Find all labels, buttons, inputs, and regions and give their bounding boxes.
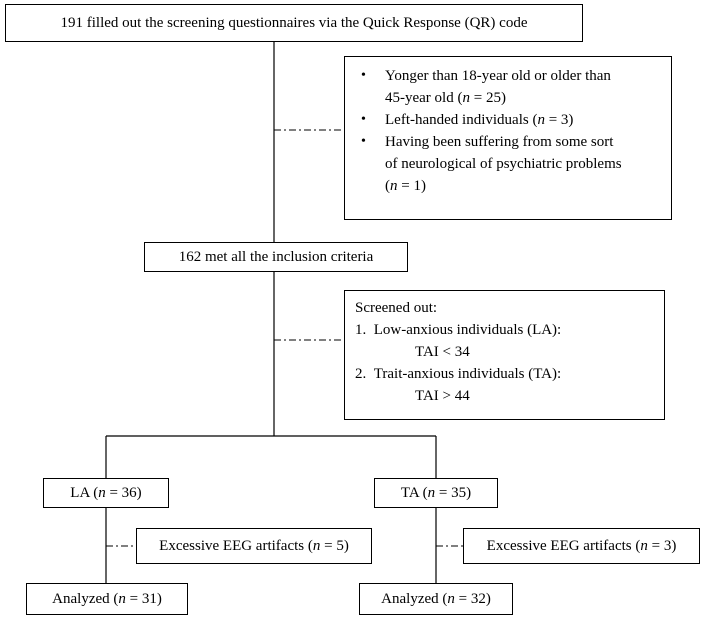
inclusion-box: 162 met all the inclusion criteria [144,242,408,272]
screened-item-ta: 2. Trait-anxious individuals (TA): [355,366,562,382]
exclusion-item-handedness: Left-handed individuals (n = 3) [355,109,661,131]
la-excluded-text: Excessive EEG artifacts (n = 5) [159,538,349,554]
la-group-text: LA (n = 36) [70,485,142,501]
exclusion-box-2: Screened out: 1. Low-anxious individuals… [344,290,665,420]
ta-group-text: TA (n = 35) [400,485,472,501]
exclusion-item-neuro: Having been suffering from some sort of … [355,131,661,197]
ta-analyzed-text: Analyzed (n = 32) [381,591,491,607]
screening-text: 191 filled out the screening questionnai… [60,15,528,31]
ta-excluded-text: Excessive EEG artifacts (n = 3) [486,538,677,554]
ta-group-box: TA (n = 35) [374,478,498,508]
la-analyzed-box: Analyzed (n = 31) [26,583,188,615]
exclusion-box-1: Yonger than 18-year old or older than 45… [344,56,672,220]
exclusion-item-age: Yonger than 18-year old or older than 45… [355,65,661,109]
ta-excluded-box: Excessive EEG artifacts (n = 3) [463,528,700,564]
inclusion-text: 162 met all the inclusion criteria [178,249,374,265]
la-excluded-box: Excessive EEG artifacts (n = 5) [136,528,372,564]
screened-item-ta-condition: TAI > 44 [415,388,470,404]
screened-item-la: 1. Low-anxious individuals (LA): [355,322,562,338]
la-group-box: LA (n = 36) [43,478,169,508]
screened-item-la-condition: TAI < 34 [415,344,470,360]
la-analyzed-text: Analyzed (n = 31) [52,591,162,607]
ta-analyzed-box: Analyzed (n = 32) [359,583,513,615]
screened-out-heading: Screened out: [355,300,438,316]
screening-box: 191 filled out the screening questionnai… [5,4,583,42]
